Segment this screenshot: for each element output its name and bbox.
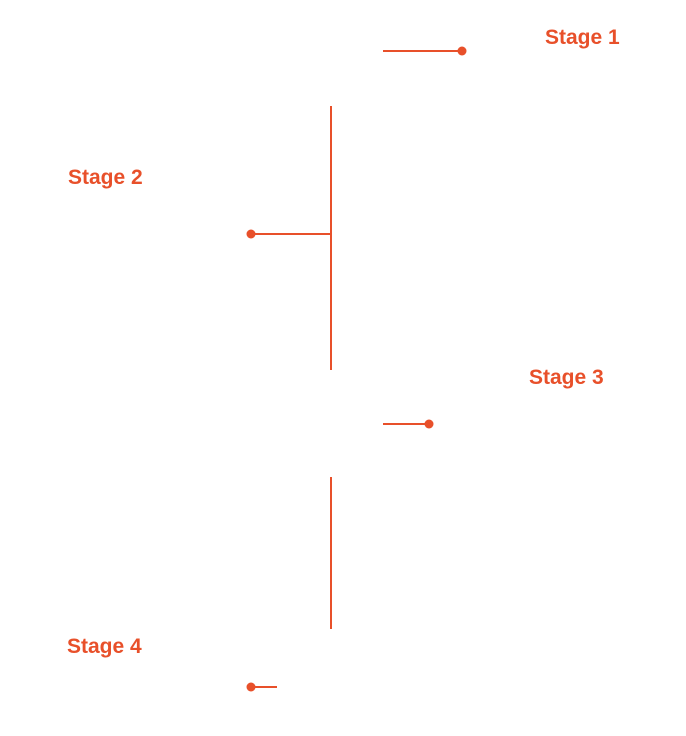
stage-3-label: Stage 3 [529, 366, 604, 389]
stage-1-marker-dot [457, 46, 467, 56]
stage-2-marker-dot [246, 229, 256, 239]
stage-1-label: Stage 1 [545, 26, 620, 49]
stage-2-label: Stage 2 [68, 166, 143, 189]
stage-4-marker-dot [246, 682, 256, 692]
stage-4-label: Stage 4 [67, 635, 142, 658]
stage-3-marker-dot [424, 419, 434, 429]
